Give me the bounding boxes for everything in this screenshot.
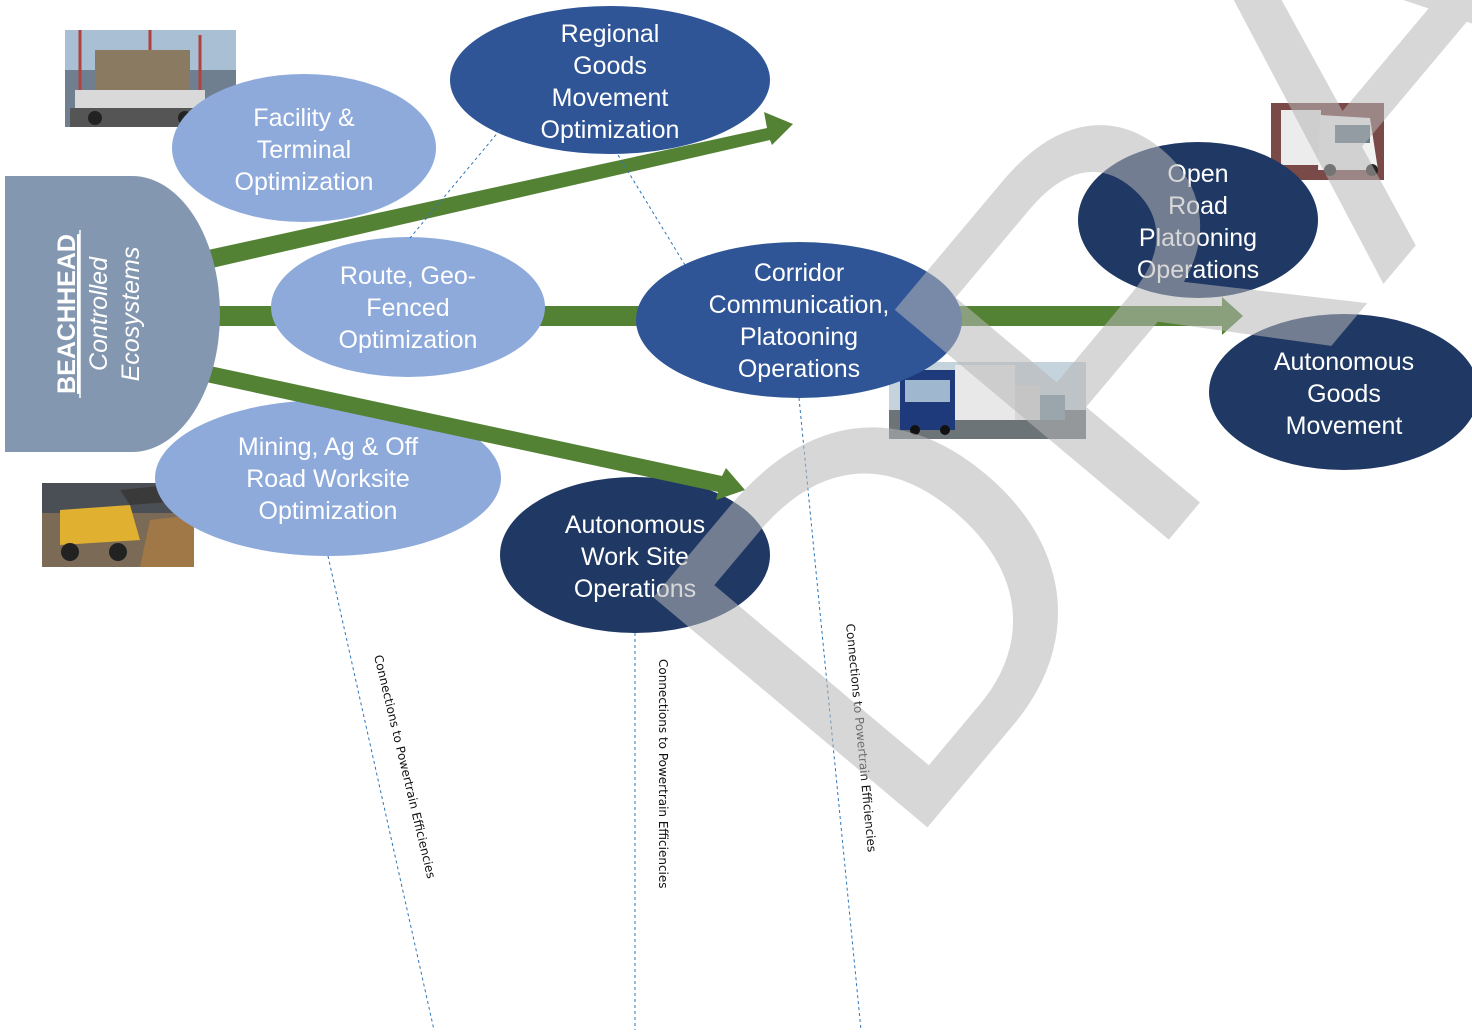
node-label-line: Facility & bbox=[253, 104, 355, 132]
node-label-line: Communication, bbox=[709, 291, 890, 319]
dashed-line bbox=[617, 154, 686, 266]
node-label-line: Optimization bbox=[235, 168, 374, 196]
node-label-line: Movement bbox=[552, 84, 669, 112]
arrow-to-worksite bbox=[206, 366, 745, 500]
dashed-line bbox=[327, 555, 435, 1031]
platooning-trucks-photo bbox=[889, 362, 1086, 439]
arrow-to-regional bbox=[208, 112, 793, 268]
node-label-line: Optimization bbox=[259, 497, 398, 525]
node-label-line: Autonomous bbox=[1274, 348, 1414, 376]
node-label-line: Route, Geo- bbox=[340, 262, 476, 290]
node-label-line: Regional bbox=[561, 20, 660, 48]
node-label-line: Operations bbox=[574, 575, 696, 603]
beachhead-block: BEACHHEAD Controlled Ecosystems bbox=[5, 176, 220, 452]
node-label-line: Operations bbox=[1137, 256, 1259, 284]
node-label-line: Corridor bbox=[754, 259, 844, 287]
node-label-line: Fenced bbox=[366, 294, 449, 322]
beachhead-subtitle: Controlled bbox=[85, 256, 113, 371]
dashed-line bbox=[798, 397, 862, 1031]
node-label-line: Goods bbox=[1307, 380, 1381, 408]
node-label-line: Road bbox=[1168, 192, 1228, 220]
dashed-connectors bbox=[327, 129, 862, 1031]
otto-autonomous-truck-photo bbox=[1271, 103, 1384, 180]
node-label-line: Autonomous bbox=[565, 511, 705, 539]
node-regional-goods-movement: Regional Goods Movement Optimization bbox=[450, 6, 770, 154]
node-label-line: Terminal bbox=[257, 136, 351, 164]
node-label-line: Road Worksite bbox=[246, 465, 410, 493]
connection-label: Connections to Powertrain Efficiencies bbox=[656, 659, 670, 889]
beachhead-subtitle: Ecosystems bbox=[117, 247, 145, 382]
node-label-line: Operations bbox=[738, 355, 860, 383]
beachhead-title: BEACHHEAD bbox=[53, 234, 81, 394]
node-route-geofenced: Route, Geo- Fenced Optimization bbox=[271, 237, 545, 377]
node-label-line: Platooning bbox=[740, 323, 858, 351]
node-open-road-platooning: Open Road Platooning Operations bbox=[1078, 142, 1318, 298]
node-label-line: Work Site bbox=[581, 543, 689, 571]
node-label-line: Mining, Ag & Off bbox=[238, 433, 418, 461]
port-container-truck-photo bbox=[65, 30, 236, 127]
node-autonomous-goods-movement: Autonomous Goods Movement bbox=[1209, 314, 1472, 470]
node-corridor-communication: Corridor Communication, Platooning Opera… bbox=[636, 242, 962, 398]
node-label-line: Movement bbox=[1286, 412, 1403, 440]
node-label-line: Open bbox=[1167, 160, 1228, 188]
node-label-line: Platooning bbox=[1139, 224, 1257, 252]
node-label-line: Optimization bbox=[541, 116, 680, 144]
node-autonomous-work-site: Autonomous Work Site Operations bbox=[500, 477, 770, 633]
node-label-line: Goods bbox=[573, 52, 647, 80]
node-label-line: Optimization bbox=[339, 326, 478, 354]
connection-label: Connections to Powertrain Efficiencies bbox=[371, 653, 438, 879]
node-mining-ag-offroad: Mining, Ag & Off Road Worksite Optimizat… bbox=[155, 400, 501, 556]
node-facility-terminal: Facility & Terminal Optimization bbox=[172, 74, 436, 222]
